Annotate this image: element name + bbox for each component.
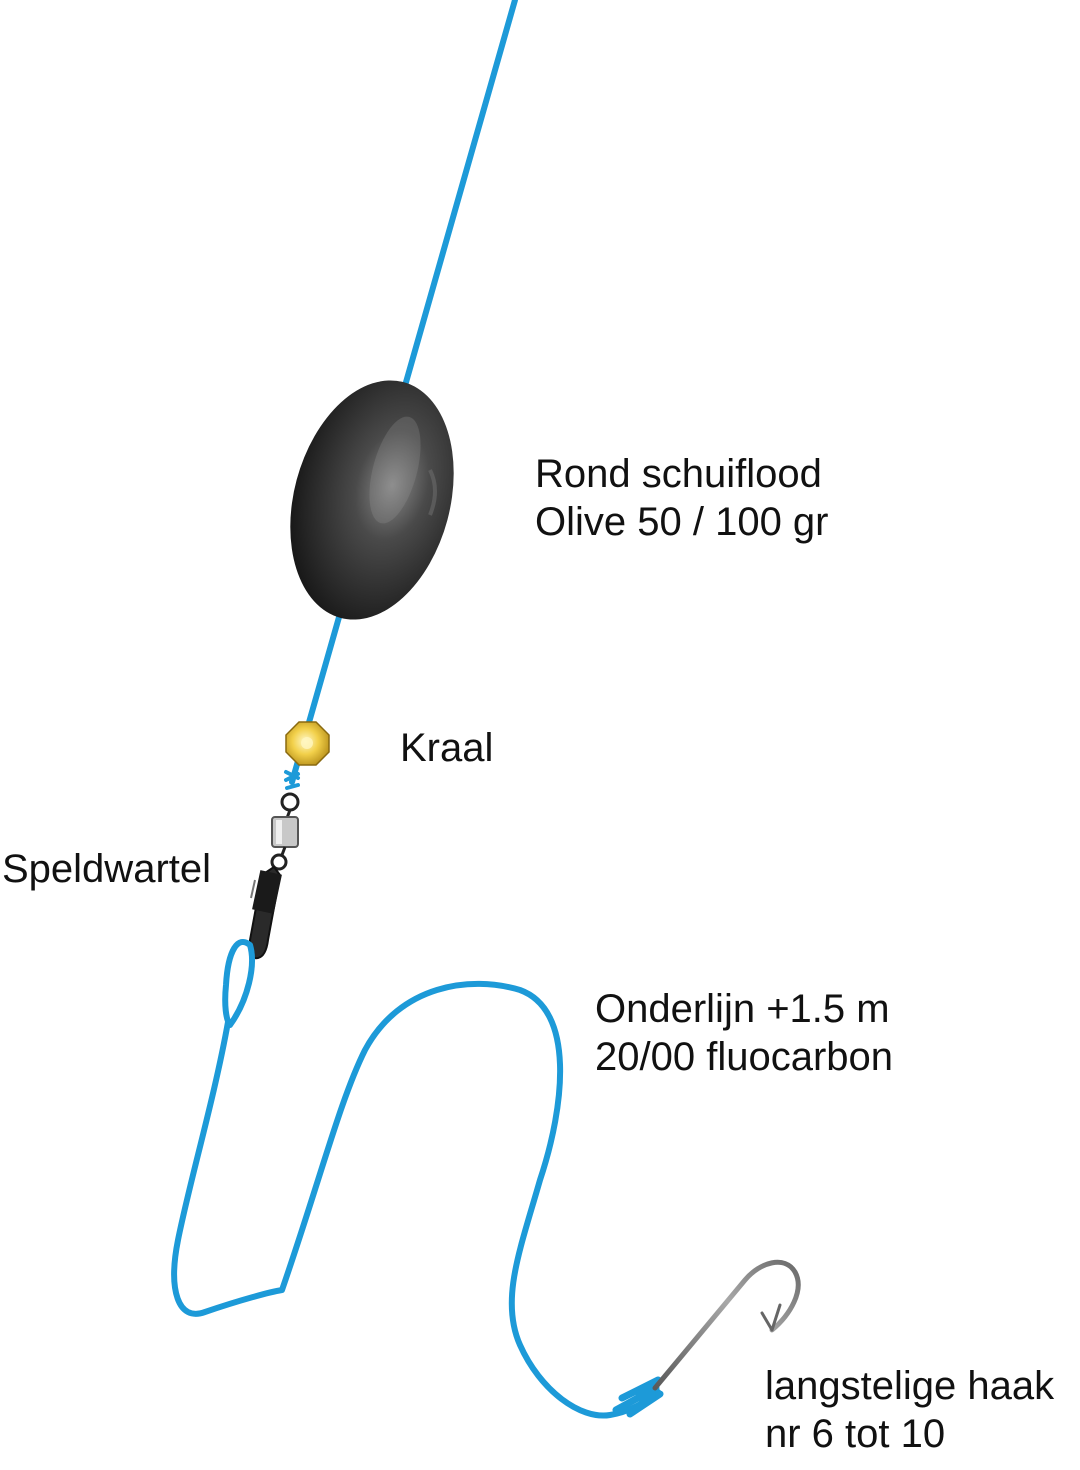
hook-label-line1: langstelige haak (765, 1364, 1055, 1408)
hook-label-line2: nr 6 tot 10 (765, 1412, 946, 1456)
leader-line (171, 939, 661, 1419)
swivel-label-line1: Speldwartel (2, 847, 212, 891)
bead-label-line1: Kraal (400, 726, 494, 770)
sinker-label: Rond schuiflood Olive 50 / 100 gr (535, 450, 829, 546)
hook-icon (652, 1259, 801, 1391)
knot-icon (284, 770, 300, 790)
bead-icon (285, 721, 330, 766)
sinker-label-line2: Olive 50 / 100 gr (535, 500, 829, 544)
snap-swivel-icon (248, 792, 300, 960)
hook-knot-icon (612, 1376, 664, 1418)
leader-label-line2: 20/00 fluocarbon (595, 1035, 894, 1079)
leader-label-line1: Onderlijn +1.5 m (595, 987, 890, 1031)
swivel-label: Speldwartel (2, 845, 211, 893)
sinker-icon (290, 380, 454, 620)
leader-label: Onderlijn +1.5 m 20/00 fluocarbon (595, 985, 893, 1081)
hook-label: langstelige haak nr 6 tot 10 (765, 1362, 1054, 1458)
sinker-label-line1: Rond schuiflood (535, 452, 822, 496)
bead-label: Kraal (400, 724, 493, 772)
